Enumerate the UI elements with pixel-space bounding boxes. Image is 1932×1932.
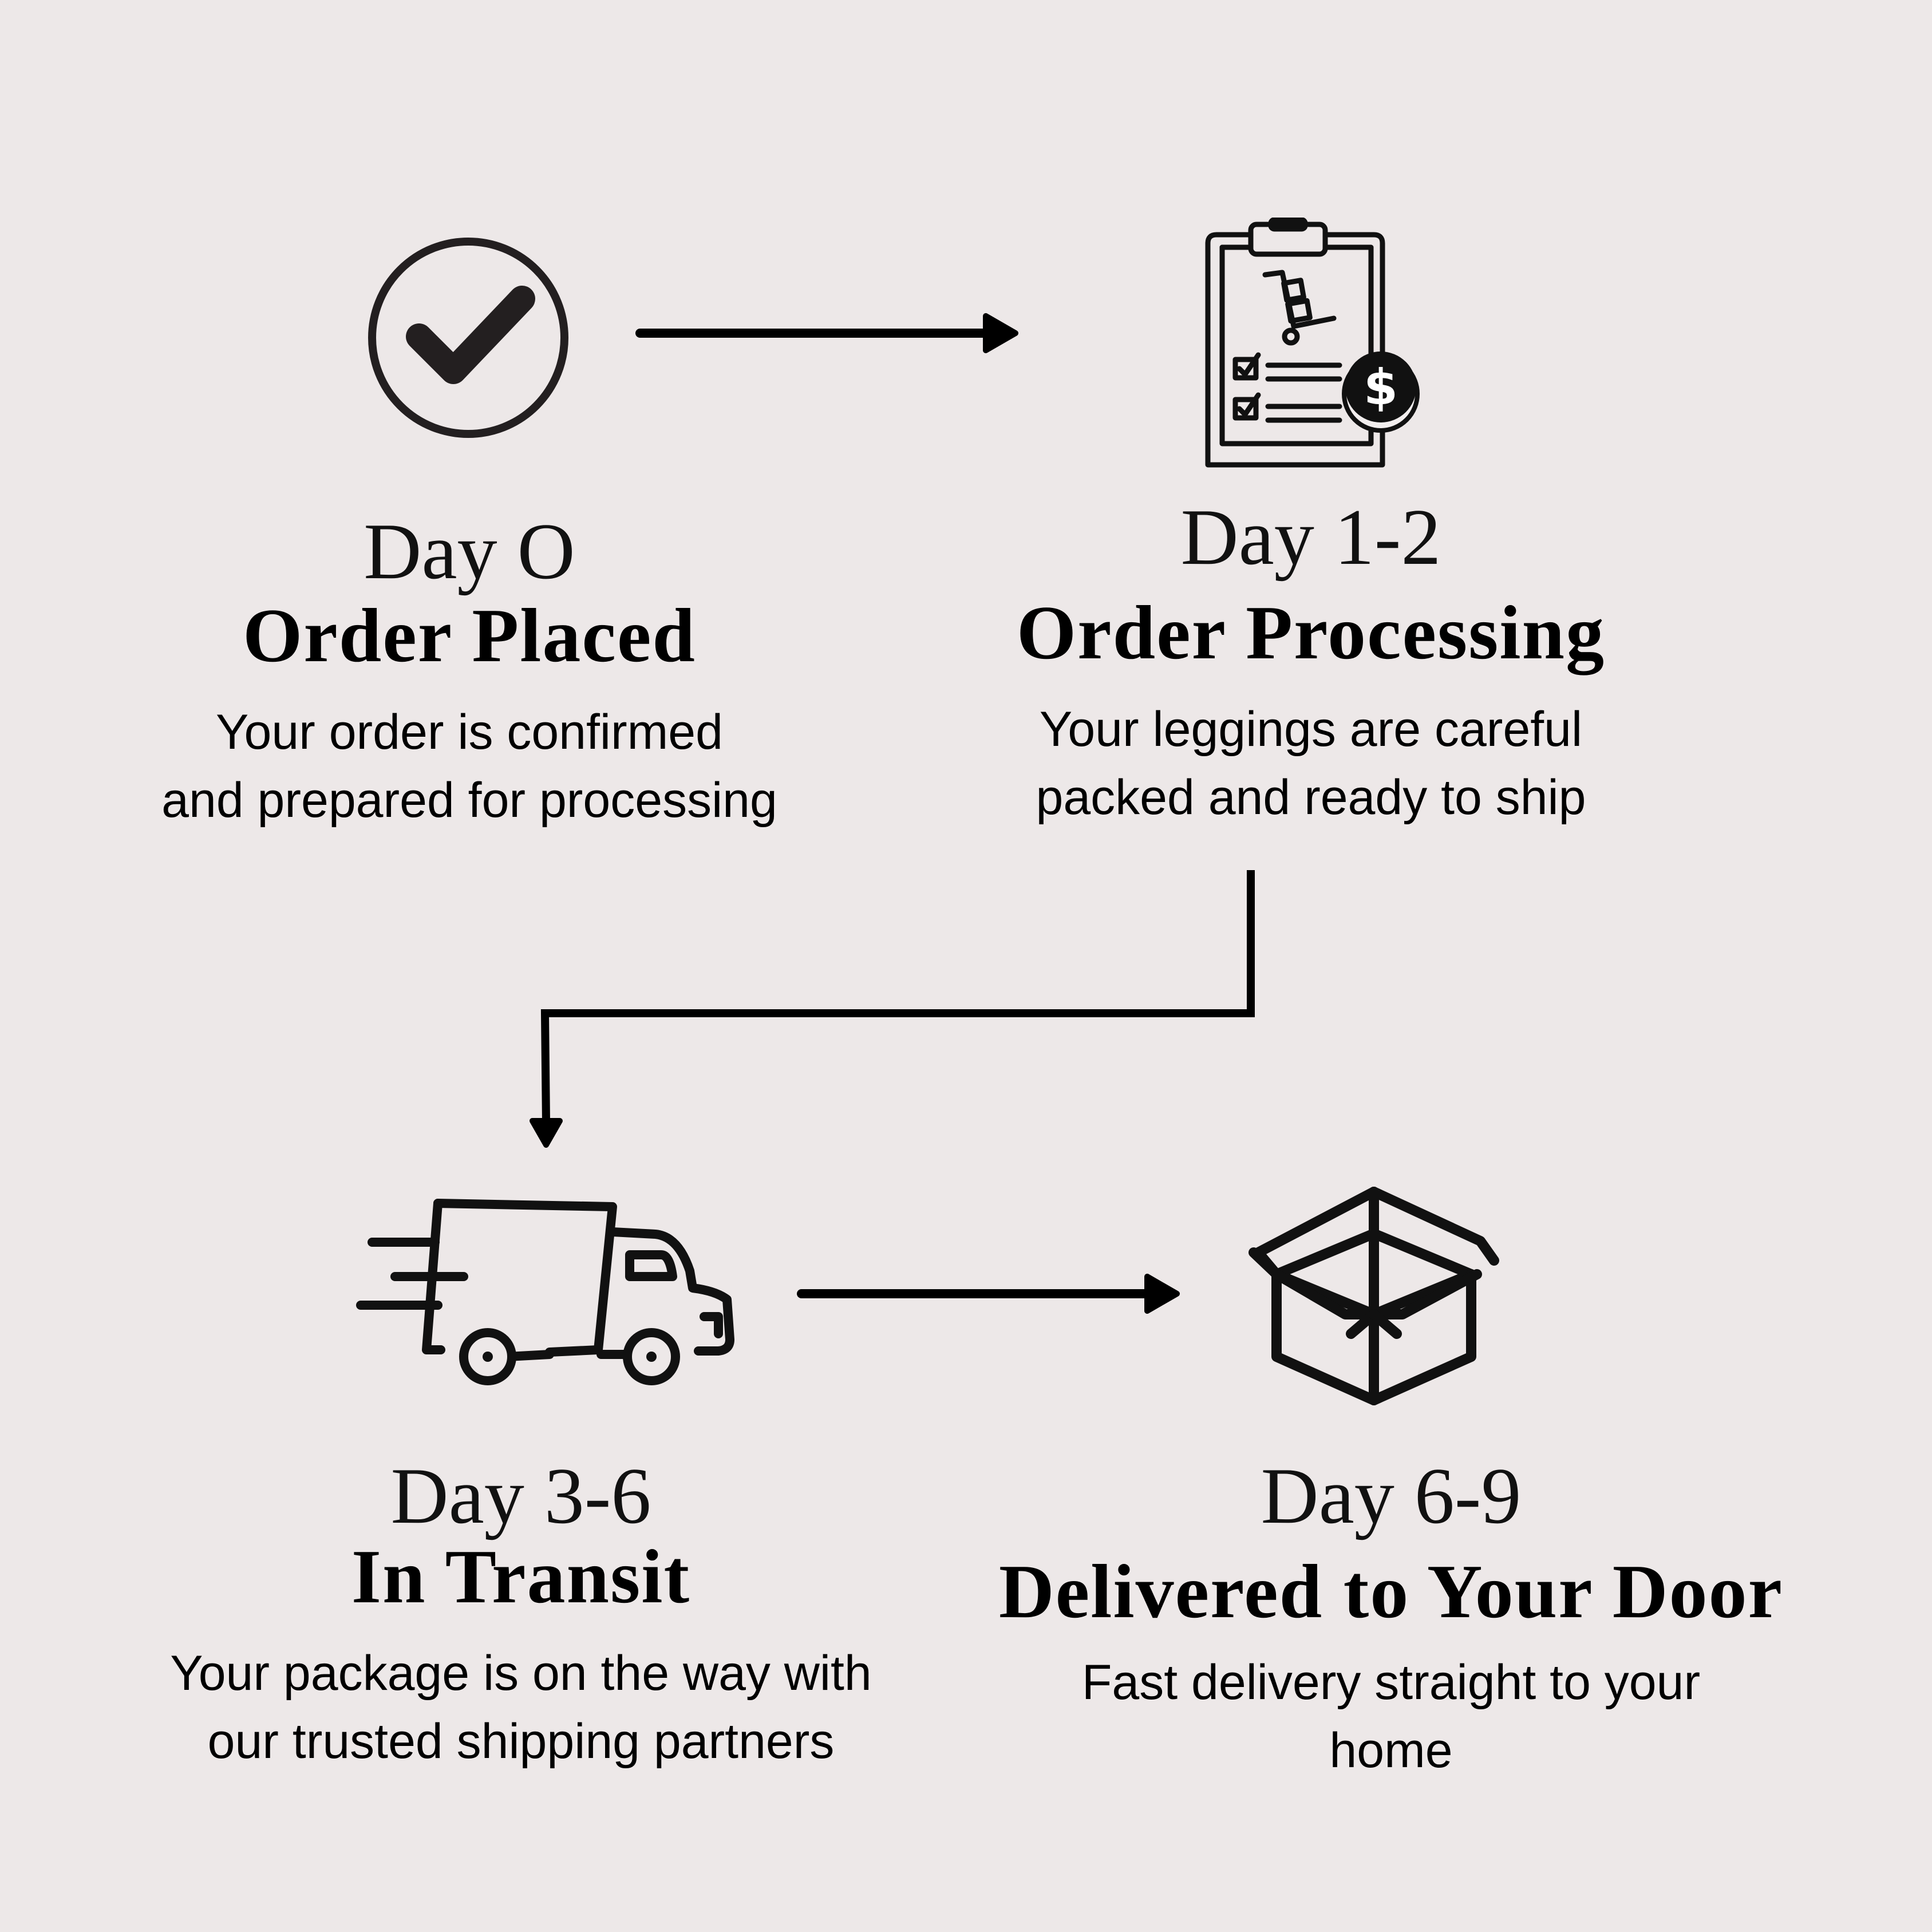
flow-arrow-right [797,1274,1180,1314]
step-delivered: Day 6-9 Delivered to Your Door Fast deli… [973,1454,1809,1785]
step-description-line: Your order is confirmed [216,705,723,760]
check-circle-icon [368,238,568,438]
step-order-placed: Day O Order Placed Your order is confirm… [92,509,847,835]
step-day-label: Day 6-9 [1261,1452,1522,1540]
step-description-line: packed and ready to ship [1036,770,1586,825]
step-description-line: and prepared for processing [161,773,777,828]
step-description: Your leggings are careful packed and rea… [939,696,1683,831]
step-in-transit: Day 3-6 In Transit Your package is on th… [114,1454,927,1776]
clipboard-checklist-icon: $ [1205,218,1420,468]
step-title: Order Processing [1016,590,1606,675]
step-day-label: Day 1-2 [1180,493,1441,582]
step-order-processing: Day 1-2 Order Processing Your leggings a… [939,495,1683,832]
flow-arrow-right [635,313,1018,353]
open-box-icon [1249,1187,1499,1405]
step-description: Fast delivery straight to your home [973,1649,1809,1784]
step-description: Your order is confirmed and prepared for… [92,698,847,834]
step-title: In Transit [351,1534,691,1619]
step-title: Order Placed [243,593,696,678]
step-description-line: Fast delivery straight to your [1081,1655,1701,1710]
flow-arrow-elbow [530,870,1255,1148]
delivery-truck-icon [356,1199,734,1385]
step-description-line: our trusted shipping partners [207,1714,835,1769]
step-description-line: home [1329,1723,1453,1779]
step-title: Delivered to Your Door [998,1549,1784,1634]
step-day-label: Day O [364,507,575,596]
dollar-sign: $ [1364,359,1398,416]
step-description-line: Your package is on the way with [170,1646,872,1701]
step-description-line: Your leggings are careful [1039,702,1583,757]
step-description: Your package is on the way with our trus… [114,1639,927,1775]
step-day-label: Day 3-6 [390,1452,651,1540]
